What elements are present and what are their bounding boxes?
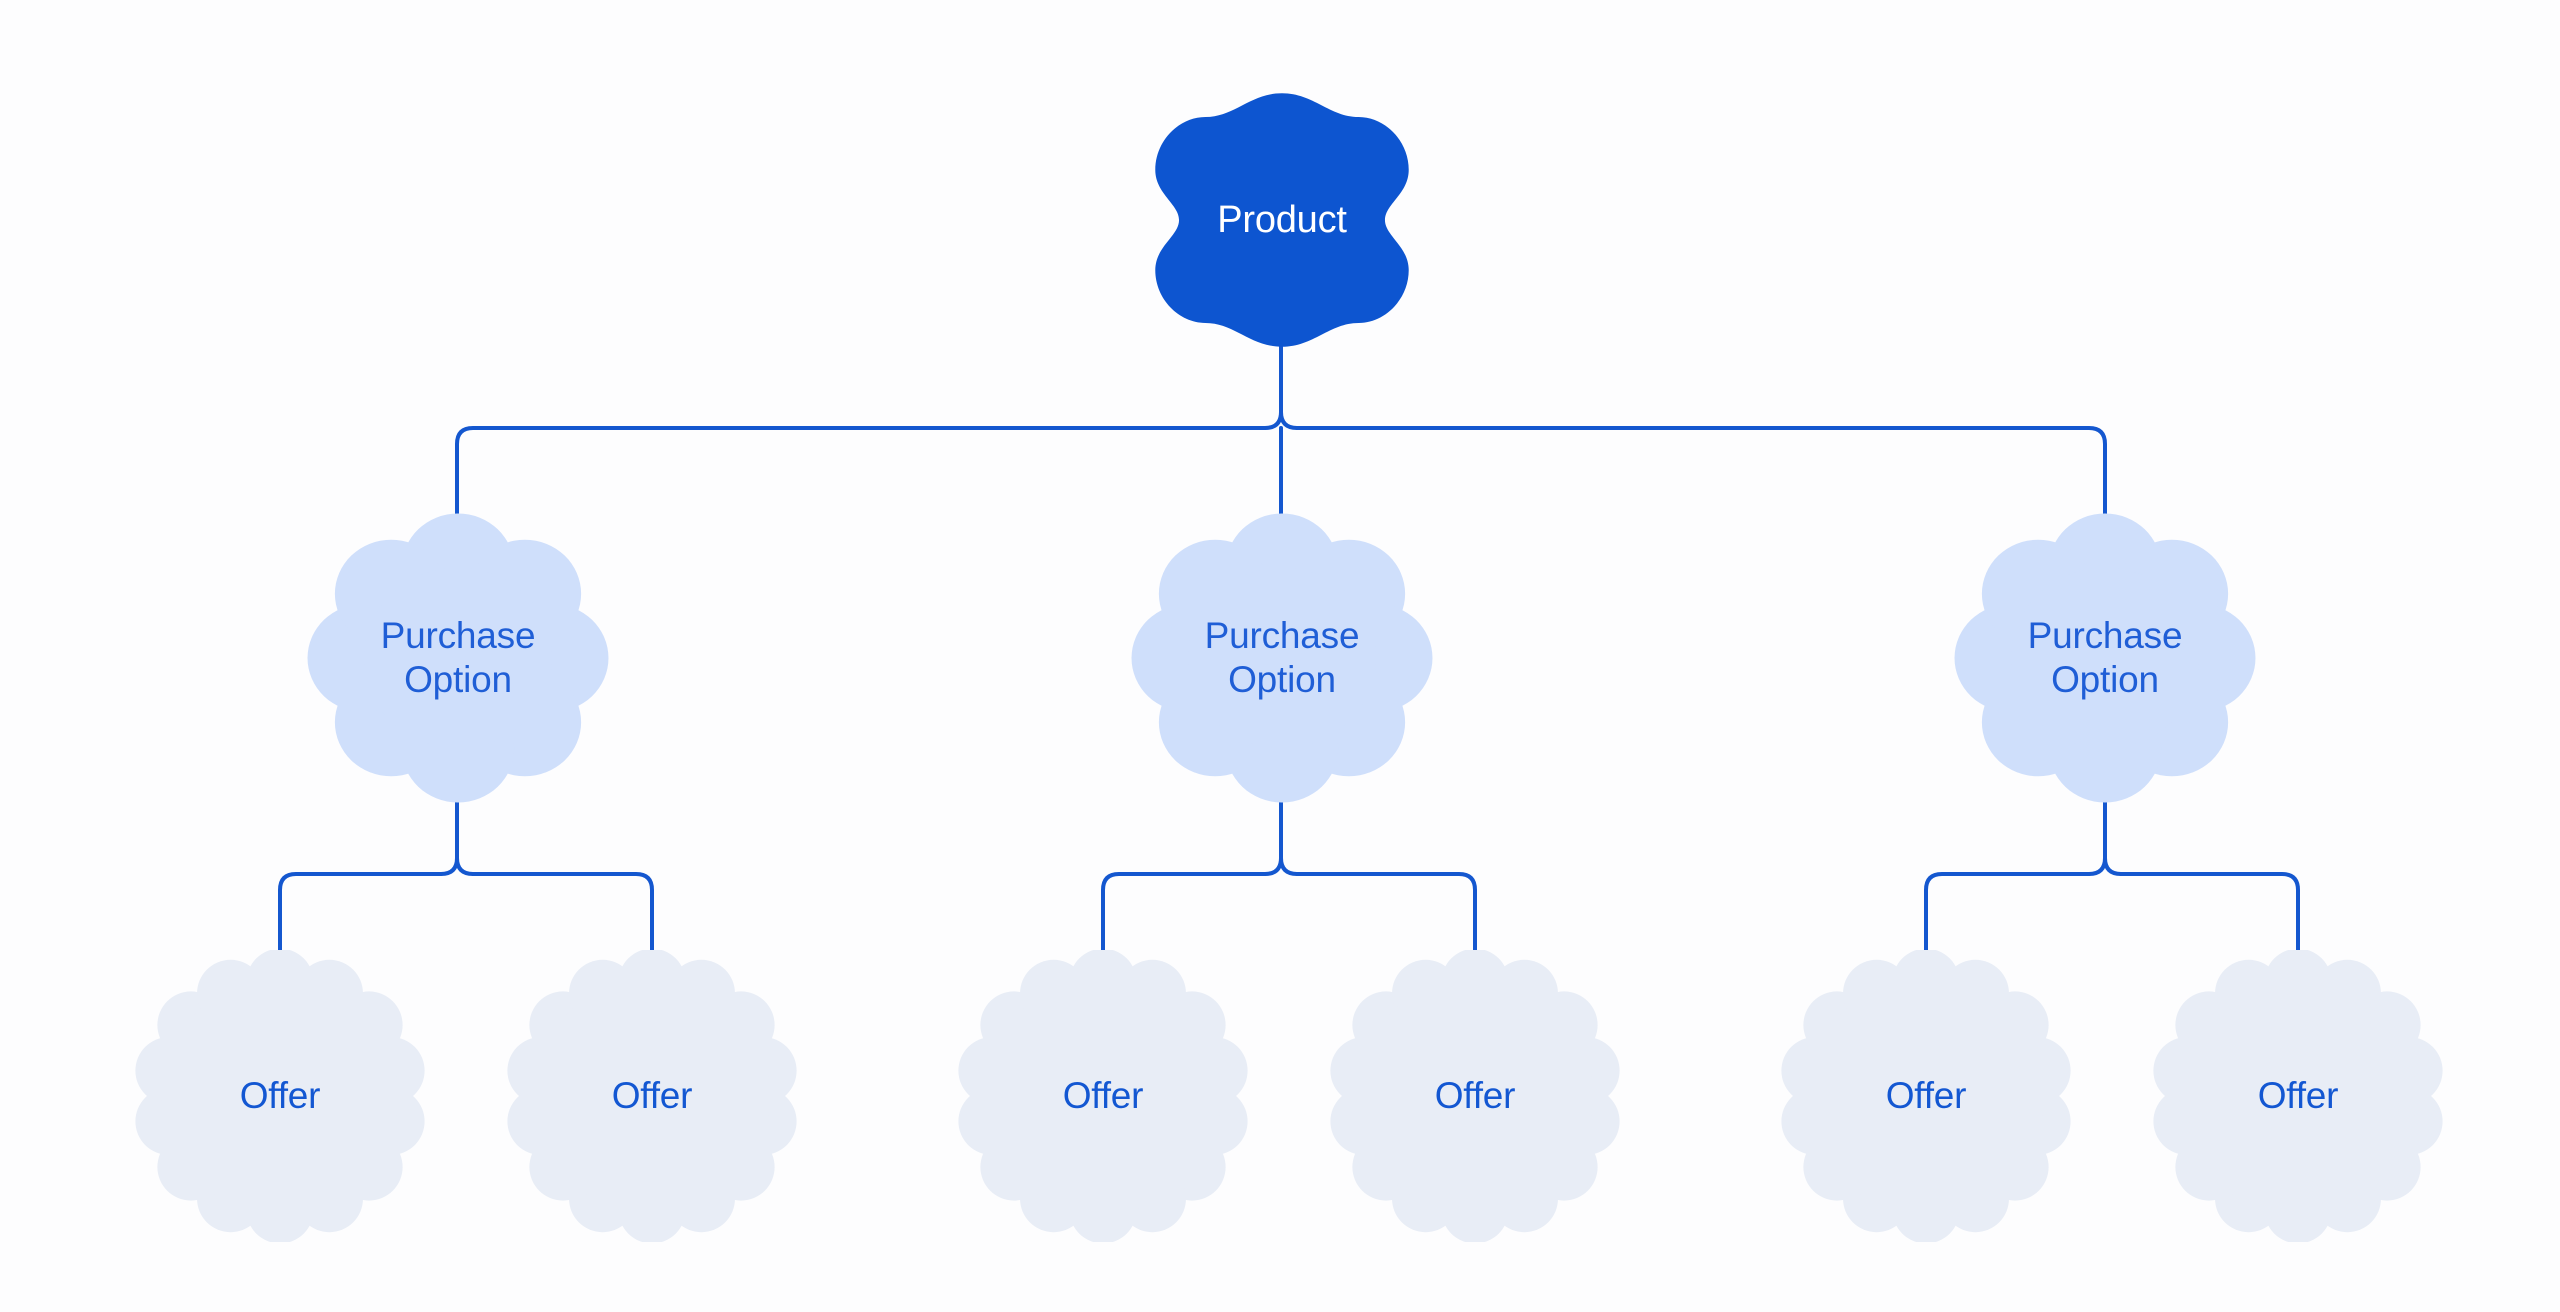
node-product[interactable]: Product <box>1150 88 1414 352</box>
purchase-option-blob-shape <box>1131 513 1433 803</box>
edge-branch3-tee-left <box>2087 856 2107 876</box>
purchase-option-blob-shape <box>1954 513 2256 803</box>
edge-branch2-tee-left <box>1263 856 1283 876</box>
offer-blob-shape <box>2153 950 2443 1242</box>
node-purchase-option-2[interactable]: Purchase Option <box>1130 512 1434 804</box>
edge-bus-left <box>455 426 1267 530</box>
purchase-option-blob-shape <box>307 513 609 803</box>
offer-blob-shape <box>135 950 425 1242</box>
offer-blob-shape <box>1330 950 1620 1242</box>
edge-branch1-left <box>278 872 443 966</box>
offer-blob-shape <box>958 950 1248 1242</box>
node-purchase-option-1[interactable]: Purchase Option <box>306 512 610 804</box>
edge-bus-right <box>1295 426 2107 530</box>
edge-branch1-tee-right <box>455 856 475 876</box>
edge-branch3-left <box>1924 872 2091 966</box>
offer-blob-shape <box>1781 950 2071 1242</box>
edge-root-tee-right <box>1279 410 1299 430</box>
node-offer-2[interactable]: Offer <box>506 950 798 1242</box>
edge-branch3-right <box>2119 872 2300 966</box>
edge-branch2-left <box>1101 872 1267 966</box>
node-offer-3[interactable]: Offer <box>957 950 1249 1242</box>
edge-branch2-tee-right <box>1279 856 1299 876</box>
product-blob-shape <box>1155 93 1409 347</box>
edge-branch3-tee-right <box>2103 856 2123 876</box>
node-offer-5[interactable]: Offer <box>1780 950 2072 1242</box>
node-offer-1[interactable]: Offer <box>134 950 426 1242</box>
node-offer-6[interactable]: Offer <box>2152 950 2444 1242</box>
offer-blob-shape <box>507 950 797 1242</box>
edge-branch2-right <box>1295 872 1477 966</box>
node-offer-4[interactable]: Offer <box>1329 950 1621 1242</box>
edge-branch1-tee-left <box>439 856 459 876</box>
edge-root-tee-left <box>1263 410 1283 430</box>
edge-branch1-right <box>471 872 654 966</box>
node-purchase-option-3[interactable]: Purchase Option <box>1953 512 2257 804</box>
